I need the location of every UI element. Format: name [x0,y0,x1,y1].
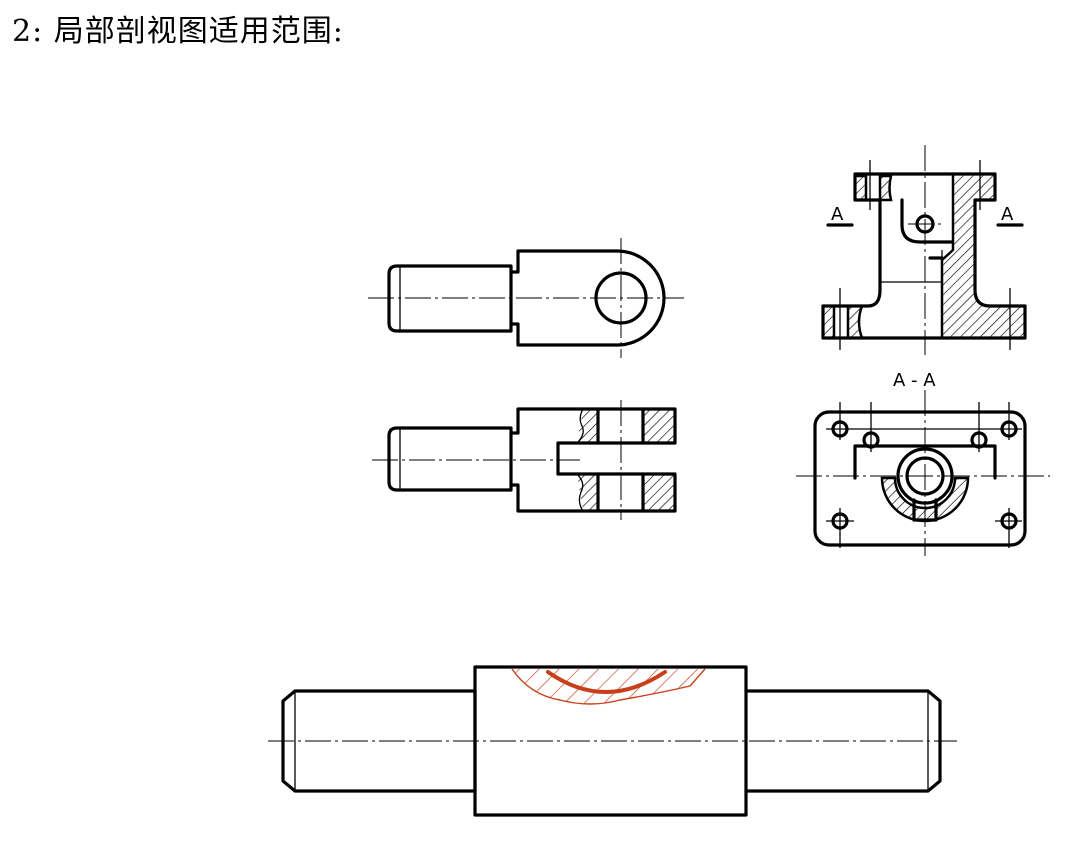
fork-top-view [372,400,677,520]
section-mark-left: A [831,204,844,225]
section-view-label: A - A [893,370,936,391]
housing-front-view: A A [821,145,1027,355]
page-title: 2: 局部剖视图适用范围: [12,14,344,49]
fork-front-view [368,238,684,358]
section-mark-right: A [1001,204,1014,225]
shaft-view [268,665,957,817]
housing-top-view [796,390,1050,556]
